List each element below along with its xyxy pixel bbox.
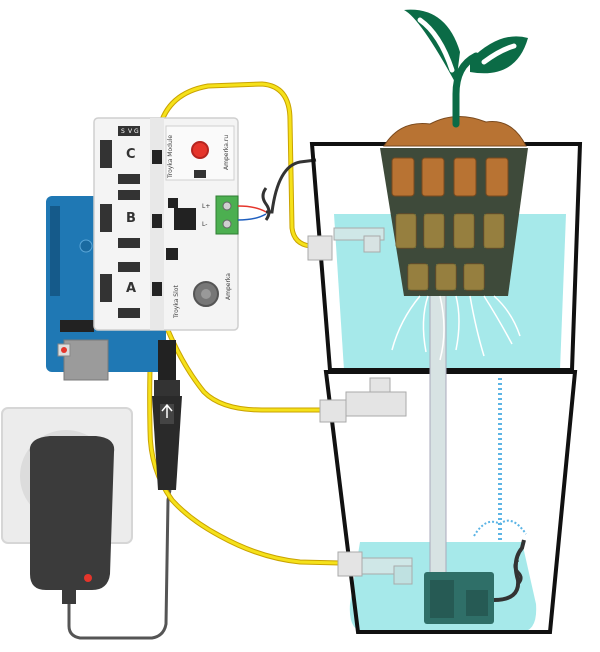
middle-level-sensor (319, 377, 407, 423)
brand-logo: Amperka (225, 273, 232, 300)
power-adapter-icon (29, 436, 115, 604)
power-led (84, 574, 92, 582)
adapter-cable (67, 489, 172, 640)
lamp-wires (237, 158, 317, 221)
troyka-shield: C B A S V G Amperka.ru Troyka Module (93, 117, 239, 331)
net-basket (380, 116, 528, 296)
upper-level-sensor (307, 227, 385, 261)
pin-label-g: G (134, 128, 139, 135)
slot-label-b: B (126, 211, 136, 226)
flow-arrow-icon (161, 403, 173, 418)
terminal-label-lminus: L- (202, 221, 207, 228)
slot-label-c: C (126, 147, 136, 162)
terminal-label-lplus: L+ (202, 203, 210, 210)
pin-label-v: V (128, 128, 133, 135)
pin-label-s: S (121, 128, 125, 135)
slot-label-a: A (126, 281, 136, 296)
brand-main: Amperka.ru (223, 135, 230, 170)
bubble-stream (473, 378, 527, 540)
lower-level-sensor (337, 551, 413, 585)
brand-slot: Troyka Slot (173, 285, 180, 319)
plant-sprout-icon (404, 9, 528, 128)
plant-roots (391, 295, 521, 361)
brand-module: Troyka Module (167, 135, 174, 179)
red-button (191, 141, 209, 159)
water-pump-icon (424, 539, 526, 624)
barrel-plug (152, 340, 182, 490)
